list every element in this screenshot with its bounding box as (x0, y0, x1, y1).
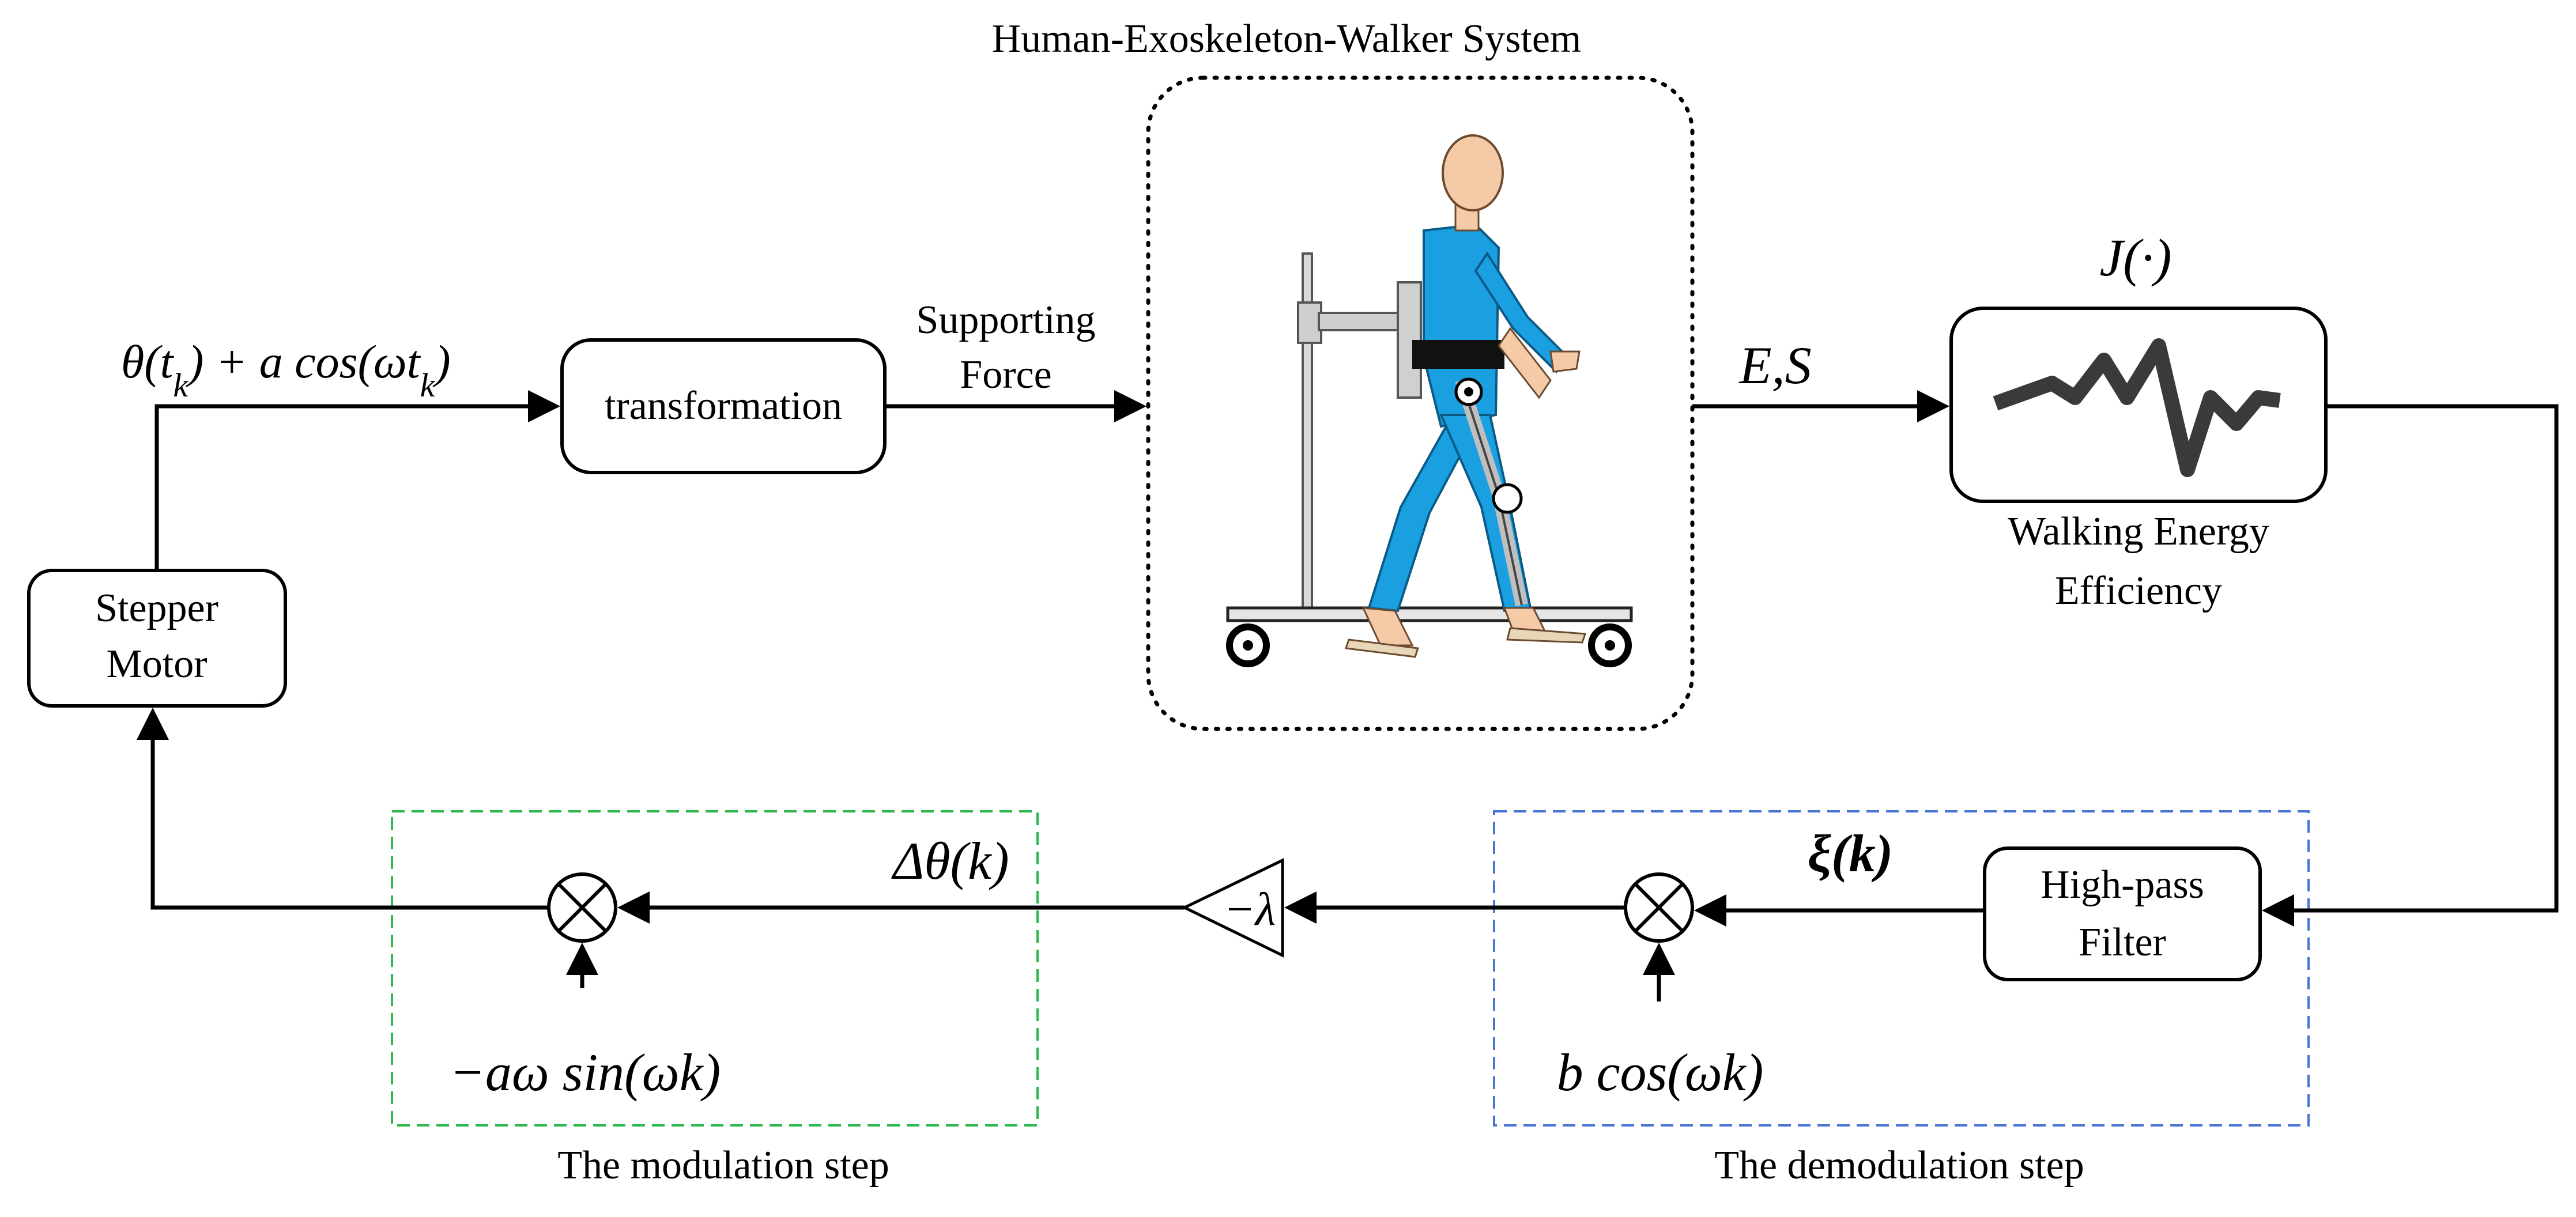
modulation-group-border (391, 810, 1039, 1127)
gain-block (1181, 858, 1284, 958)
demodulation-group-border (1493, 810, 2310, 1127)
demod-signal-label: b cos(ωk) (1557, 1043, 1764, 1102)
transformation-label: transformation (605, 384, 842, 428)
exoskeleton-walker-illustration (1226, 134, 1633, 667)
high-pass-filter-block (1983, 846, 2262, 981)
stepper-motor-label-line1: Stepper (95, 586, 218, 630)
mod-signal-label: −aω sin(ωk) (450, 1043, 721, 1102)
walking-energy-efficiency-line2: Efficiency (2055, 569, 2222, 613)
cost-function-label: J(·) (2099, 228, 2171, 287)
gain-label: −λ (1224, 883, 1276, 935)
supporting-force-label-line2: Force (960, 353, 1051, 397)
system-title: Human-Exoskeleton-Walker System (992, 17, 1582, 61)
demodulation-multiplier (1624, 872, 1694, 943)
stepper-motor-label-line2: Motor (107, 642, 208, 686)
xi-signal-label: ξ(k) (1808, 824, 1894, 883)
input-signal-label: θ(tk) + a cos(ωtk) (121, 335, 451, 404)
system-boundary (1146, 75, 1695, 731)
high-pass-filter-line1: High-pass (2041, 863, 2204, 907)
modulation-multiplier (547, 872, 617, 943)
supporting-force-label-line1: Supporting (916, 298, 1095, 342)
measurements-label: E,S (1738, 336, 1811, 395)
signal-waveform-icon (1993, 338, 2281, 477)
delta-theta-label: Δθ(k) (891, 832, 1009, 890)
high-pass-filter-line2: Filter (2079, 920, 2166, 965)
modulation-group-label: The modulation step (557, 1143, 889, 1188)
demodulation-group-label: The demodulation step (1714, 1143, 2084, 1188)
walking-energy-efficiency-line1: Walking Energy (2008, 509, 2269, 554)
signal-wires (137, 390, 2559, 1001)
